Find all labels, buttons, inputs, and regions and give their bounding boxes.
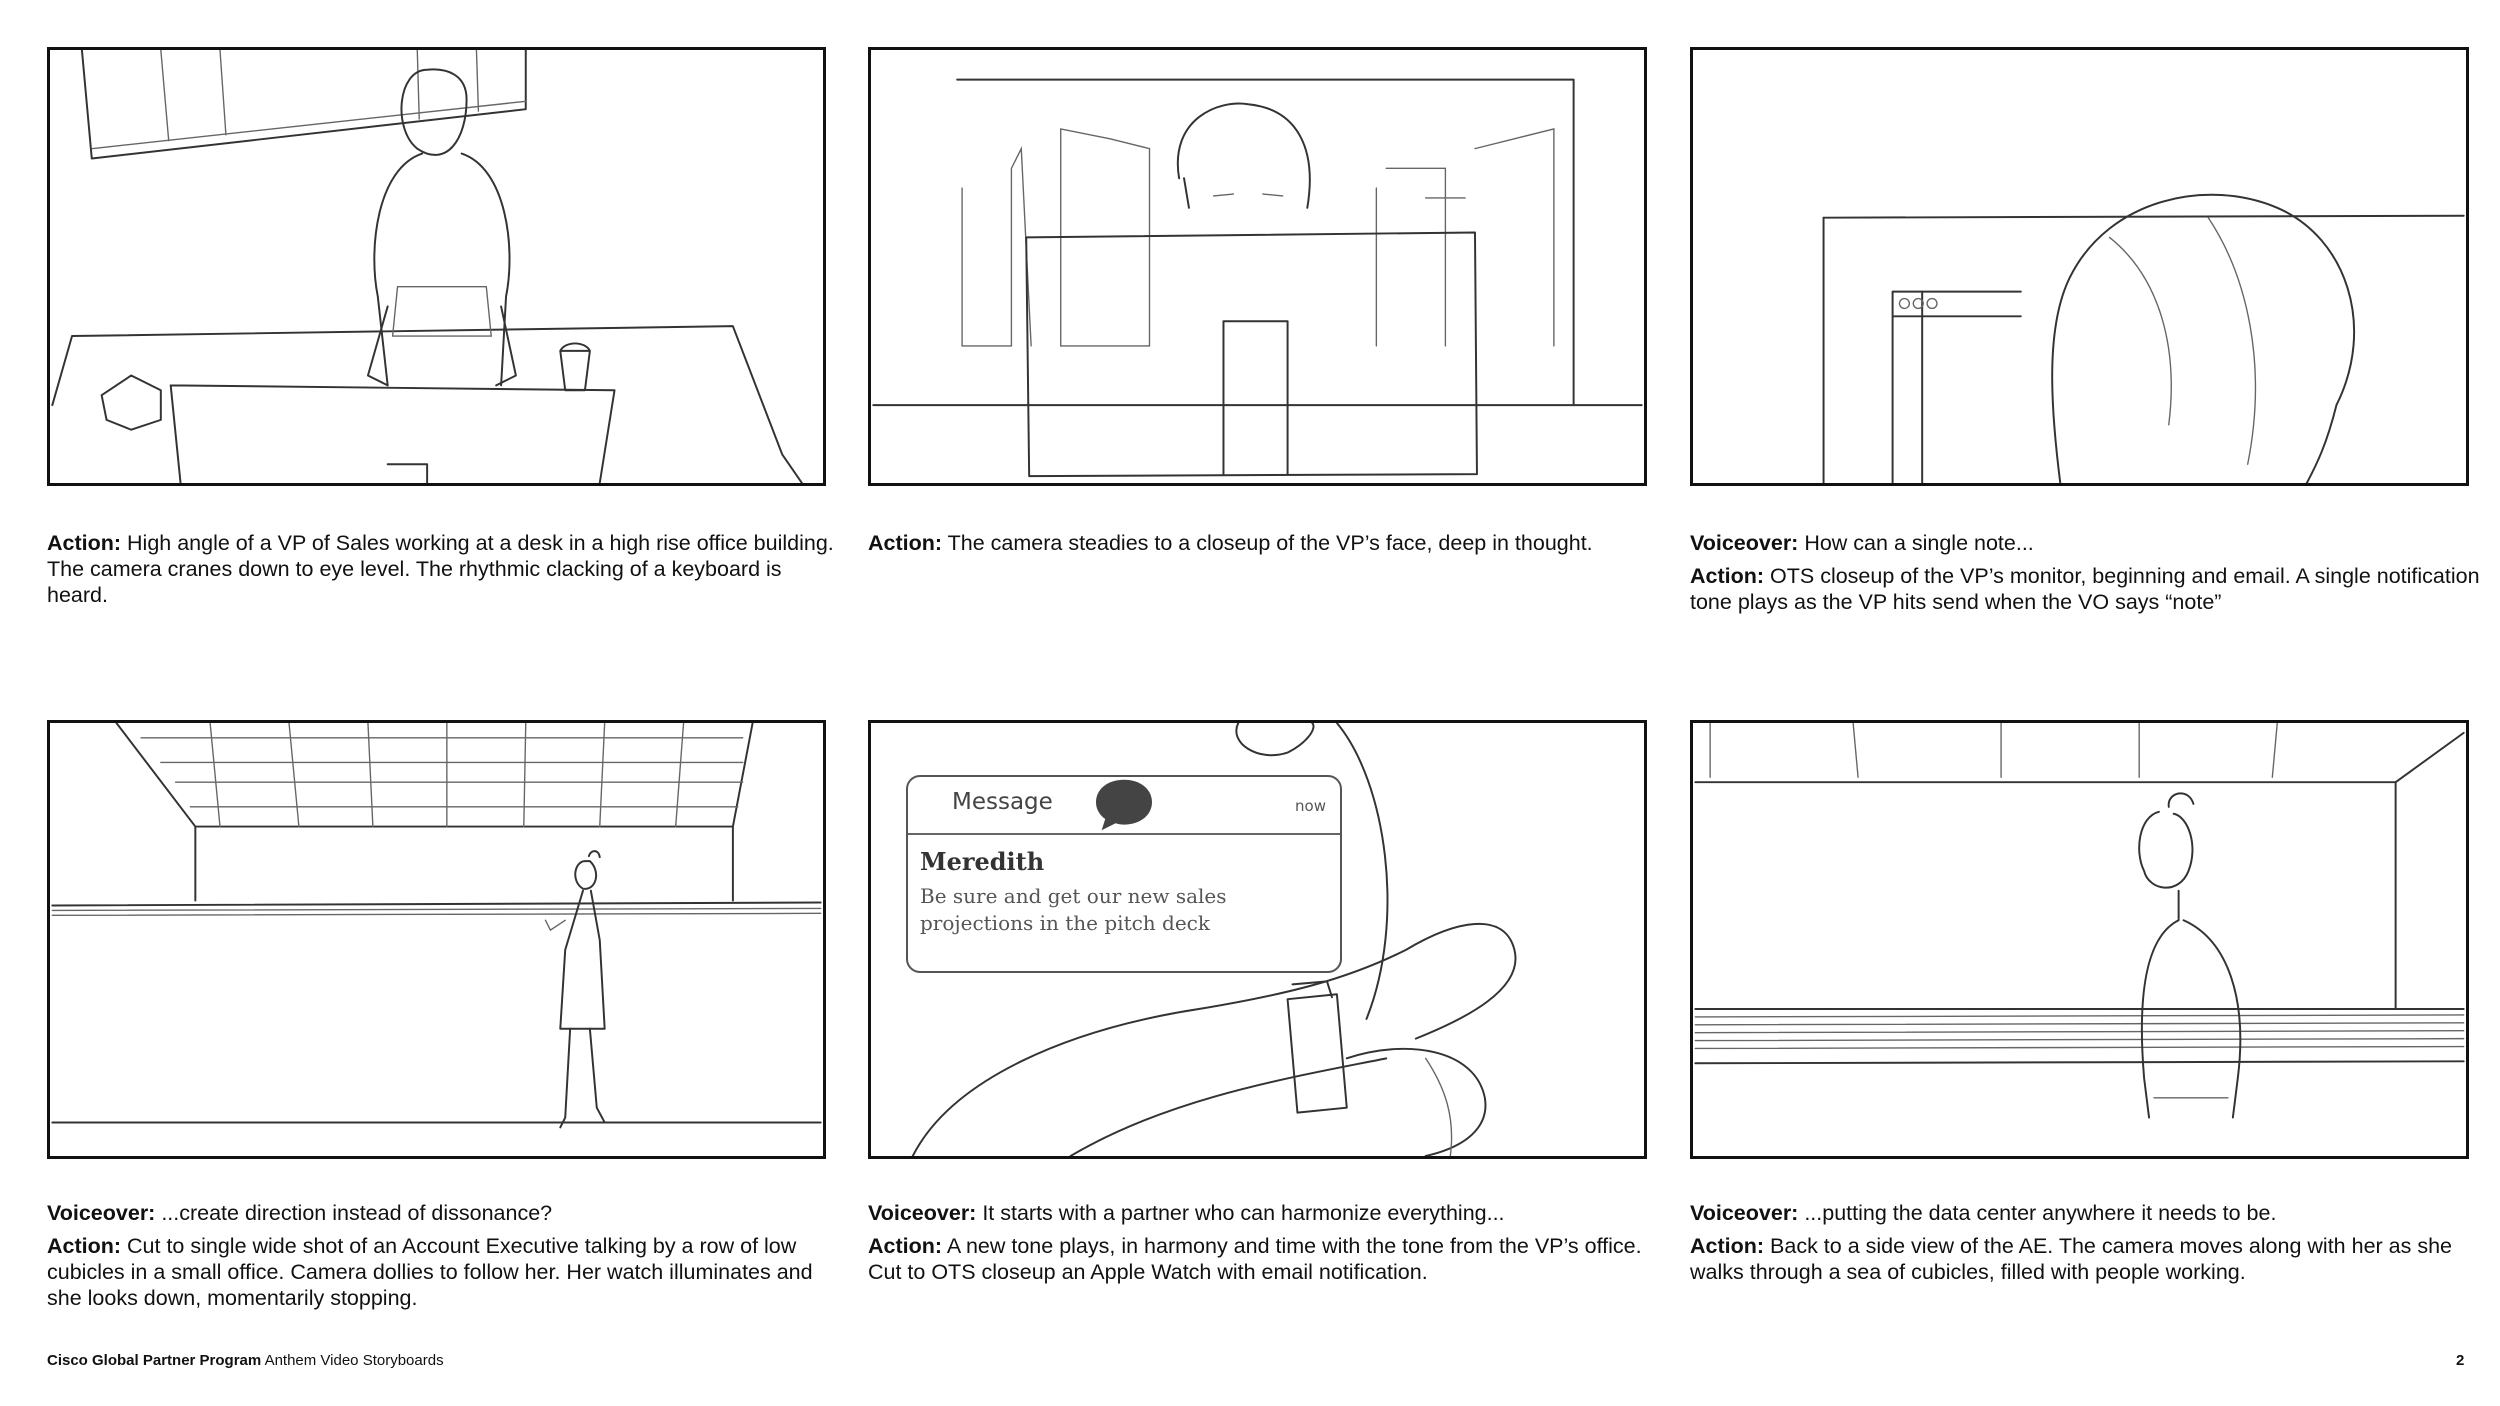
storyboard-panel-6 [1690, 720, 2469, 1159]
storyboard-panel-5: Message now Meredith Be sure and get our… [868, 720, 1647, 1159]
caption-label: Action: [47, 531, 122, 555]
caption-label: Action: [1690, 1234, 1765, 1258]
caption-line: Action: The camera steadies to a closeup… [868, 530, 1658, 556]
caption-text: A new tone plays, in harmony and time wi… [868, 1234, 1642, 1284]
caption-label: Action: [868, 531, 943, 555]
panel-2-caption: Action: The camera steadies to a closeup… [868, 530, 1658, 563]
caption-line: Voiceover: ...create direction instead o… [47, 1200, 837, 1226]
caption-label: Voiceover: [868, 1201, 977, 1225]
caption-text: High angle of a VP of Sales working at a… [47, 531, 834, 607]
sketch-ots-monitor [1822, 193, 2465, 483]
footer-subtitle: Anthem Video Storyboards [261, 1352, 444, 1369]
notification-sender: Meredith [920, 847, 1045, 876]
caption-text: How can a single note... [1798, 531, 2034, 555]
caption-text: OTS closeup of the VP’s monitor, beginni… [1690, 564, 2480, 614]
notification-header: Message now [908, 777, 1340, 835]
caption-line: Voiceover: It starts with a partner who … [868, 1200, 1658, 1226]
caption-line: Voiceover: How can a single note... [1690, 530, 2480, 556]
watch-notification-card: Message now Meredith Be sure and get our… [906, 775, 1342, 973]
storyboard-panel-3 [1690, 47, 2469, 486]
caption-label: Action: [47, 1234, 122, 1258]
storyboard-panel-2 [868, 47, 1647, 486]
sketch-ae-walking [51, 723, 822, 1129]
caption-line: Action: High angle of a VP of Sales work… [47, 530, 837, 608]
panel-4-caption: Voiceover: ...create direction instead o… [47, 1200, 837, 1318]
caption-line: Action: OTS closeup of the VP’s monitor,… [1690, 563, 2480, 615]
caption-text: It starts with a partner who can harmoni… [976, 1201, 1505, 1225]
caption-line: Action: A new tone plays, in harmony and… [868, 1233, 1658, 1285]
caption-label: Voiceover: [1690, 531, 1799, 555]
panel-5-caption: Voiceover: It starts with a partner who … [868, 1200, 1658, 1292]
caption-label: Action: [1690, 564, 1765, 588]
caption-line: Action: Back to a side view of the AE. T… [1690, 1233, 2480, 1285]
sketch-apple-watch [911, 723, 1517, 1156]
notification-app-name: Message [952, 789, 1053, 815]
caption-label: Action: [868, 1234, 943, 1258]
footer-brand: Cisco Global Partner Program [47, 1352, 262, 1369]
caption-text: ...create direction instead of dissonanc… [155, 1201, 553, 1225]
caption-text: Back to a side view of the AE. The camer… [1690, 1234, 2453, 1284]
panel-1-caption: Action: High angle of a VP of Sales work… [47, 530, 837, 615]
notification-body: Be sure and get our new sales projection… [920, 884, 1227, 935]
caption-text: Cut to single wide shot of an Account Ex… [47, 1234, 813, 1310]
caption-text: The camera steadies to a closeup of the … [942, 531, 1593, 555]
panel-3-caption: Voiceover: How can a single note... Acti… [1690, 530, 2480, 622]
sketch-ae-side-view [1694, 723, 2465, 1119]
caption-text: ...putting the data center anywhere it n… [1798, 1201, 2277, 1225]
sketch-vp-at-desk [51, 50, 803, 483]
caption-line: Voiceover: ...putting the data center an… [1690, 1200, 2480, 1226]
notification-timestamp: now [1295, 797, 1326, 815]
panel-6-caption: Voiceover: ...putting the data center an… [1690, 1200, 2480, 1292]
caption-label: Voiceover: [1690, 1201, 1799, 1225]
storyboard-panel-4 [47, 720, 826, 1159]
caption-line: Action: Cut to single wide shot of an Ac… [47, 1233, 837, 1311]
page-number: 2 [2456, 1352, 2465, 1369]
storyboard-panel-1 [47, 47, 826, 486]
footer-title: Cisco Global Partner Program Anthem Vide… [47, 1352, 444, 1369]
sketch-vp-closeup [872, 78, 1643, 478]
chat-bubble-icon [1096, 779, 1152, 831]
caption-label: Voiceover: [47, 1201, 156, 1225]
